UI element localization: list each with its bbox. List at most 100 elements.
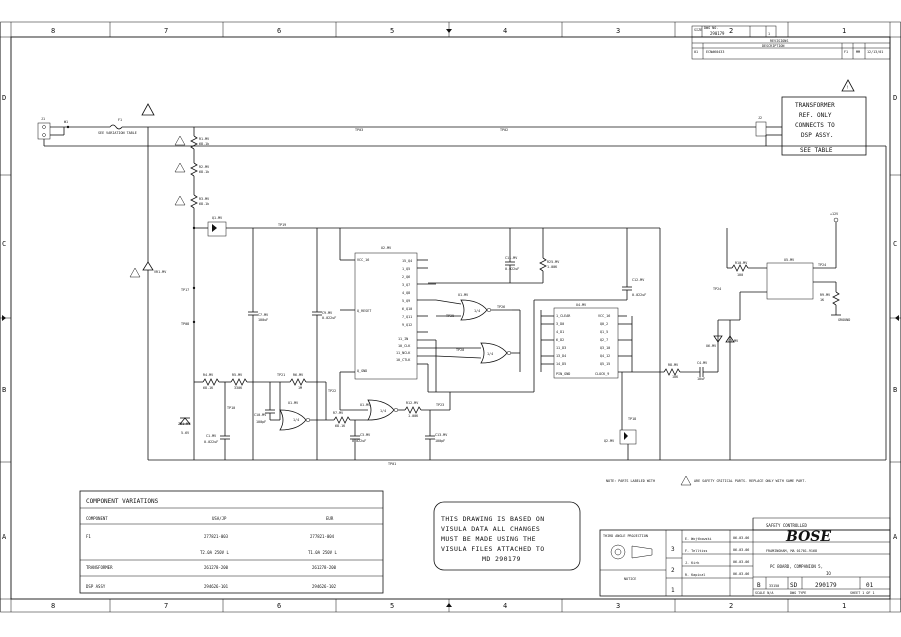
svg-text:+12V: +12V	[830, 212, 838, 216]
svg-text:0.022uF: 0.022uF	[322, 316, 336, 320]
zone-column-labels-bottom: 8 7 6 5 4 3 2 1	[51, 602, 846, 610]
svg-text:R1-MV: R1-MV	[199, 137, 209, 141]
opto-u5: R10-MV 100 U5-MV TP24 TP24 +12V R9-MV 1K…	[713, 212, 850, 322]
svg-text:5: 5	[390, 602, 394, 610]
svg-text:DWG TYPE: DWG TYPE	[790, 591, 806, 595]
svg-text:TP24: TP24	[818, 263, 826, 267]
svg-text:01: 01	[866, 582, 874, 589]
svg-text:U5-MV: U5-MV	[784, 258, 794, 262]
rev-appr: MM	[856, 50, 860, 54]
svg-text:B: B	[893, 386, 897, 394]
svg-text:D: D	[2, 94, 6, 102]
power-input-section: J1 W1 F1 SEE VARIATION TABLE TP03 TP02 J…	[37, 103, 887, 460]
svg-text:C10-MV: C10-MV	[254, 413, 266, 417]
svg-text:R6-MV: R6-MV	[293, 373, 303, 377]
capacitors-c7-c9: C7-MV 100uF C9-MV 0.022uF	[248, 228, 336, 460]
svg-text:277821-004: 277821-004	[310, 534, 335, 539]
svg-text:100pF: 100pF	[256, 420, 266, 424]
svg-text:MUST BE MADE USING THE: MUST BE MADE USING THE	[441, 535, 536, 543]
svg-text:R5-MV: R5-MV	[232, 373, 242, 377]
revision-sheet: 1	[768, 32, 770, 36]
svg-text:CONNECTS TO: CONNECTS TO	[795, 122, 835, 129]
varistor-vr1	[142, 261, 154, 271]
svg-text:0.022uF: 0.022uF	[505, 267, 519, 271]
svg-text:NOTE: PARTS LABELED WITH: NOTE: PARTS LABELED WITH	[606, 479, 655, 483]
svg-text:10_CTLK: 10_CTLK	[396, 358, 411, 362]
zone-col-7: 7	[164, 27, 168, 35]
svg-text:294626-102: 294626-102	[312, 584, 337, 589]
svg-text:4: 4	[503, 602, 507, 610]
svg-text:TRANSFORMER: TRANSFORMER	[795, 102, 835, 109]
svg-text:R7-MV: R7-MV	[333, 411, 343, 415]
warning-triangle-icon	[174, 162, 186, 173]
svg-text:Q3_10: Q3_10	[600, 346, 610, 350]
drawing-title: PC BOARD, COMPANION 5,	[770, 564, 823, 569]
svg-text:COMPONENT: COMPONENT	[86, 516, 108, 521]
svg-text:T2.0A 250V L: T2.0A 250V L	[200, 550, 229, 555]
svg-text:W1: W1	[64, 120, 68, 124]
projection-circle-icon	[610, 544, 626, 560]
svg-text:R. Kapical: R. Kapical	[685, 573, 705, 577]
svg-text:F. Telltiss: F. Telltiss	[685, 549, 707, 553]
svg-text:7_Q11: 7_Q11	[402, 315, 412, 319]
fuse-f1	[109, 124, 123, 130]
svg-text:TRANSFORMER: TRANSFORMER	[86, 565, 113, 570]
svg-text:6_D2: 6_D2	[556, 338, 564, 342]
zone-dividers	[0, 22, 901, 612]
svg-text:Q2_7: Q2_7	[600, 338, 608, 342]
svg-text:06-03-06: 06-03-06	[733, 560, 749, 564]
svg-text:10_CLK: 10_CLK	[398, 344, 411, 348]
svg-text:C3-MV: C3-MV	[360, 433, 370, 437]
svg-text:ARE SAFETY CRITICAL PARTS. REP: ARE SAFETY CRITICAL PARTS. REPLACE ONLY …	[694, 479, 806, 483]
connector-j2	[755, 121, 767, 137]
svg-text:SEE VARIATION TABLE: SEE VARIATION TABLE	[98, 131, 137, 135]
svg-text:COMPONENT VARIATIONS: COMPONENT VARIATIONS	[86, 498, 159, 505]
svg-text:SD: SD	[790, 582, 798, 589]
svg-text:C9-MV: C9-MV	[322, 311, 332, 315]
svg-text:J1: J1	[41, 117, 45, 121]
svg-text:C: C	[893, 240, 897, 248]
svg-text:J. Kirk: J. Kirk	[685, 561, 699, 565]
svg-text:1.00K: 1.00K	[547, 265, 558, 269]
svg-text:2: 2	[729, 602, 733, 610]
svg-text:6: 6	[277, 602, 281, 610]
svg-text:VCC_16: VCC_16	[357, 258, 369, 262]
svg-text:4_Q8: 4_Q8	[402, 291, 410, 295]
svg-text:100pF: 100pF	[435, 439, 445, 443]
svg-text:R3-MV: R3-MV	[199, 197, 209, 201]
svg-text:TP03: TP03	[355, 128, 363, 132]
component-variations-table: COMPONENT VARIATIONS COMPONENT USA/JP EU…	[79, 490, 384, 594]
svg-text:C7-MV: C7-MV	[258, 313, 268, 317]
svg-text:C13-MV: C13-MV	[435, 433, 447, 437]
svg-text:TP17: TP17	[181, 288, 189, 292]
svg-text:T1.0A 250V L: T1.0A 250V L	[308, 550, 337, 555]
transistor-q2: TP18 Q2-MV	[604, 417, 637, 460]
warning-triangle-icon	[841, 79, 855, 92]
svg-text:1_CLEAR: 1_CLEAR	[556, 314, 571, 318]
svg-text:A: A	[2, 533, 7, 541]
svg-text:1/4: 1/4	[380, 409, 386, 413]
svg-text:1.00K: 1.00K	[408, 414, 419, 418]
svg-text:100: 100	[737, 273, 743, 277]
svg-text:CLOCK_9: CLOCK_9	[595, 372, 609, 376]
warning-triangle-icon	[680, 475, 692, 486]
svg-text:3: 3	[671, 546, 675, 553]
svg-text:3: 3	[616, 602, 620, 610]
svg-text:5.6V: 5.6V	[181, 431, 189, 435]
svg-text:VCC_16: VCC_16	[598, 314, 610, 318]
svg-text:U4-MV: U4-MV	[576, 303, 586, 307]
zone-col-1: 1	[842, 27, 846, 35]
visula-note: THIS DRAWING IS BASED ON VISULA DATA ALL…	[433, 501, 581, 571]
svg-text:TP21: TP21	[277, 373, 285, 377]
warning-triangle-icon	[129, 267, 141, 278]
svg-text:Q1-MV: Q1-MV	[212, 216, 222, 220]
description-label: DESCRIPTION	[762, 44, 784, 48]
svg-text:68.1k: 68.1k	[199, 170, 209, 174]
svg-text:DWG NO.: DWG NO.	[704, 26, 718, 30]
svg-text:TP10: TP10	[227, 406, 235, 410]
svg-text:U2-MV: U2-MV	[381, 246, 391, 250]
svg-text:TP22: TP22	[328, 389, 336, 393]
svg-text:R9-MV: R9-MV	[820, 293, 830, 297]
svg-text:8: 8	[51, 602, 55, 610]
svg-text:VISULA FILES ATTACHED TO: VISULA FILES ATTACHED TO	[441, 545, 545, 553]
